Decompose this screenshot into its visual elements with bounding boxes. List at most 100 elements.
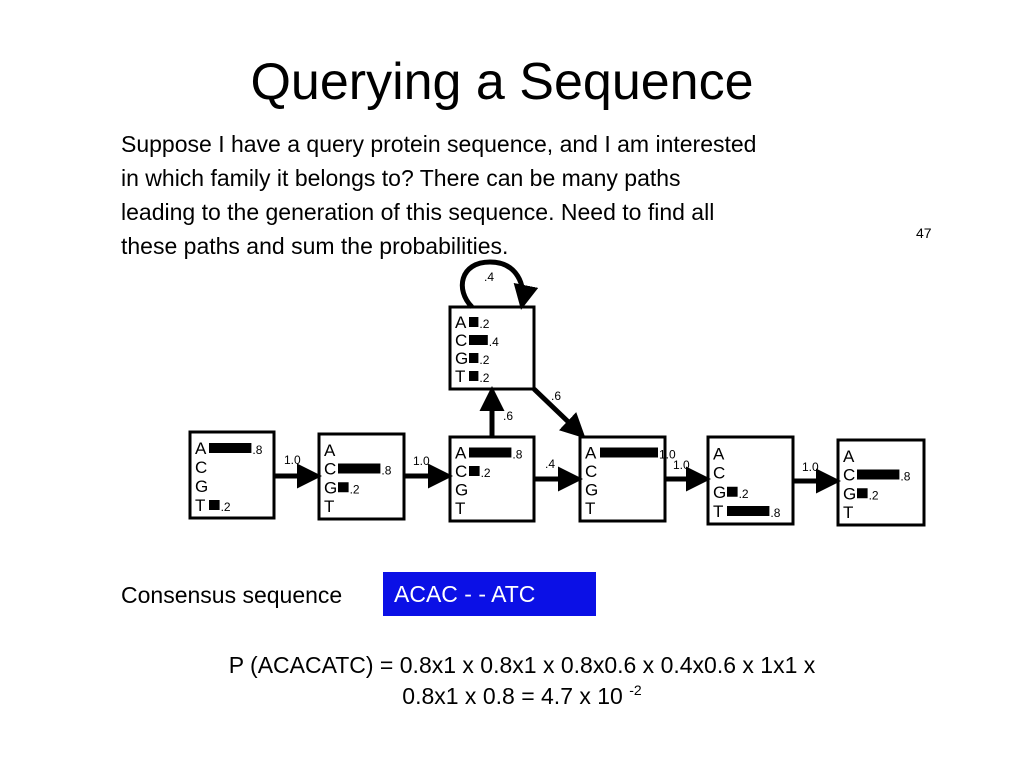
transition-s5-to-s6: 1.0 [793,460,841,494]
emission-prob-label: .2 [221,500,231,514]
emission-letter-A: A [195,439,207,458]
emission-letter-T: T [324,497,334,516]
transition-prob-label: .4 [484,270,494,284]
emission-bar [469,466,480,476]
transition-s4-to-s5: 1.0 [665,458,711,492]
emission-letter-C: C [585,462,597,481]
emission-prob-label: .2 [869,488,879,502]
emission-bar [727,486,738,497]
hmm-state-s3: A .8C .2GT [448,435,536,523]
emission-letter-C: C [713,464,725,483]
emission-letter-C: C [195,458,207,477]
emission-prob-label: .8 [512,448,522,462]
emission-letter-T: T [455,499,465,518]
transition-prob-label: 1.0 [802,460,819,474]
emission-bar [857,469,900,480]
emission-bar [338,463,381,474]
emission-prob-label: .2 [481,466,491,480]
state-box [317,432,406,521]
emission-letter-T: T [843,503,853,522]
intro-paragraph: Suppose I have a query protein sequence,… [121,127,921,263]
transition-insert-to-insert: .4 [459,259,539,310]
emission-letter-C: C [843,466,855,485]
emission-prob-label: .2 [350,482,360,496]
transition-prob-label: 1.0 [284,453,301,467]
emission-letter-T: T [713,502,723,521]
emission-prob-label: .8 [252,443,262,457]
transition-prob-label: 1.0 [413,454,430,468]
emission-prob-label: .4 [489,335,499,349]
formula-exponent: -2 [629,682,642,698]
emission-bar [469,317,479,327]
emission-letter-A: A [713,444,725,463]
emission-letter-G: G [324,478,337,497]
emission-bar [469,353,479,363]
transition-prob-label: .6 [503,409,513,423]
emission-letter-T: T [585,499,595,518]
transition-prob-label: .6 [551,389,561,403]
emission-letter-G: G [585,481,598,500]
consensus-label: Consensus sequence [121,582,343,608]
emission-bar [209,443,252,453]
intro-line: leading to the generation of this sequen… [121,199,715,225]
emission-letter-A: A [455,444,467,463]
transition-s2-to-s3: 1.0 [404,454,453,489]
transition-s3-to-s4: .4 [534,457,583,492]
consensus-sequence-box: ACAC - - ATC [383,572,596,616]
emission-prob-label: .8 [770,506,780,520]
emission-bar [600,447,658,458]
emission-prob-label: .2 [479,371,489,385]
emission-bar [469,371,479,381]
emission-bar [469,335,488,345]
emission-prob-label: .8 [900,470,910,484]
transition-prob-label: 1.0 [673,458,690,472]
intro-line: in which family it belongs to? There can… [121,165,681,191]
formula-result: 0.8x1 x 0.8 = 4.7 x 10 [402,683,623,709]
emission-prob-label: .2 [479,353,489,367]
state-box [836,438,926,527]
emission-bar [857,488,868,499]
emission-letter-C: C [455,331,467,350]
emission-prob-label: 1.0 [659,448,676,462]
emission-bar [209,500,220,510]
transition-insert-to-s4: .6 [532,387,586,439]
emission-bar [727,506,770,516]
stray-scan-mark: 47 [916,225,932,241]
emission-prob-label: .8 [381,464,391,478]
transition-prob-label: .4 [545,457,555,471]
emission-letter-G: G [455,349,468,368]
slide-title: Querying a Sequence [250,53,754,111]
transition-arrow [532,387,586,439]
transition-arrow [459,259,539,310]
emission-letter-C: C [324,460,336,479]
emission-bar [469,447,512,458]
emission-prob-label: .2 [739,487,749,501]
emission-letter-G: G [713,483,726,502]
hmm-state-s5: ACG .2T .8 [706,435,795,526]
transition-s3-to-insert: .6 [479,386,513,437]
emission-prob-label: .2 [479,317,489,331]
emission-letter-C: C [455,462,467,481]
emission-letter-T: T [455,367,465,386]
formula-line-1: P (ACACATC) = 0.8x1 x 0.8x1 x 0.8x0.6 x … [228,652,816,678]
hmm-state-s2: AC .8G .2T [317,432,406,521]
emission-letter-A: A [843,447,855,466]
emission-letter-T: T [195,496,205,515]
emission-bar [338,482,349,493]
emission-letter-G: G [455,481,468,500]
emission-letter-A: A [585,444,597,463]
emission-letter-A: A [324,441,336,460]
transition-s1-to-s2: 1.0 [274,453,322,489]
emission-letter-G: G [195,477,208,496]
hmm-state-insert: A.2C.4G.2T.2 [448,305,536,391]
intro-line: Suppose I have a query protein sequence,… [121,131,757,157]
emission-letter-A: A [455,313,467,332]
hmm-state-s6: AC.8G.2T [836,438,926,527]
probability-formula: P (ACACATC) = 0.8x1 x 0.8x1 x 0.8x0.6 x … [0,650,1024,712]
formula-line-2: 0.8x1 x 0.8 = 4.7 x 10 -2 [0,681,1024,712]
